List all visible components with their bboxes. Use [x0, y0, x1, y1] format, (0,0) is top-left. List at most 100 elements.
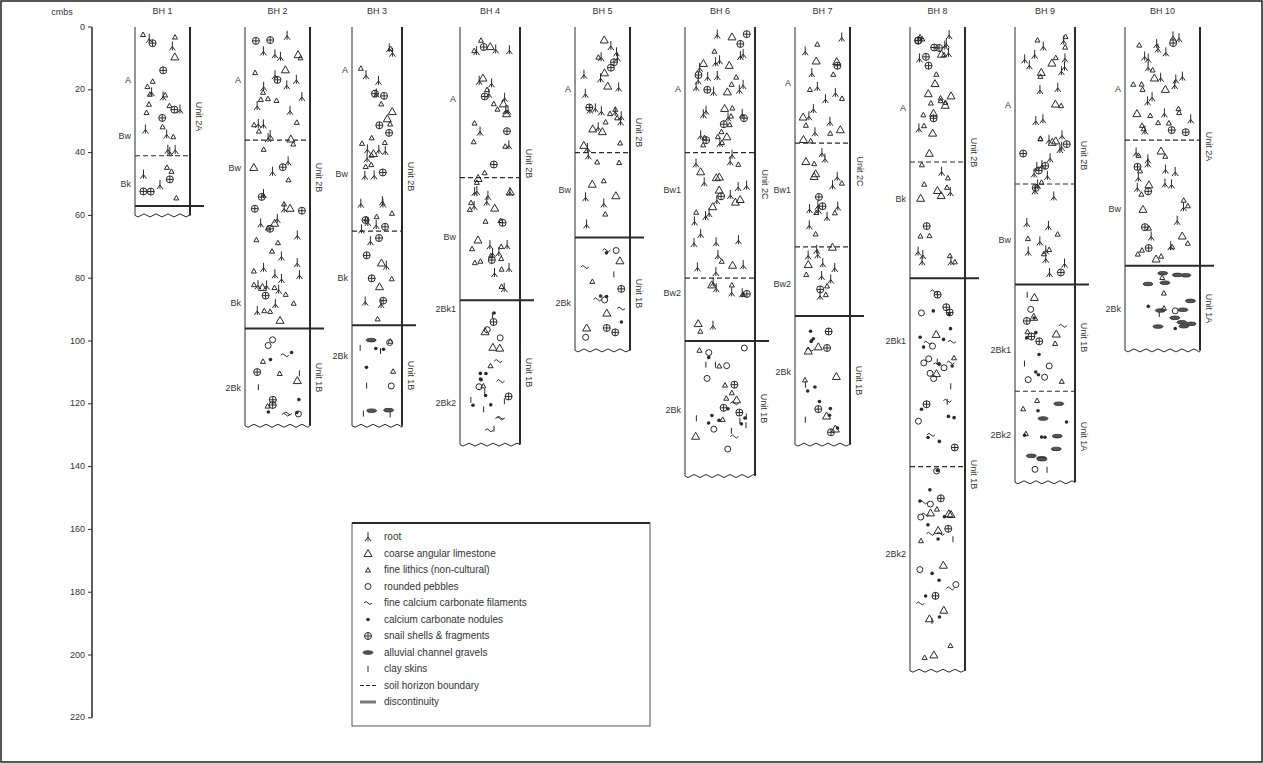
soil-horizon-boundary [1015, 391, 1075, 392]
coarse-symbol [715, 186, 723, 193]
root-symbol [504, 240, 510, 249]
snail-symbol [386, 129, 393, 136]
clay-symbol [390, 412, 391, 418]
coarse-symbol [947, 511, 955, 518]
root-symbol [1148, 231, 1154, 240]
dot-symbol [818, 400, 822, 404]
root-symbol [294, 258, 300, 267]
discontinuity [685, 340, 769, 342]
axis-tick [88, 152, 92, 153]
fine-symbol [471, 139, 476, 144]
root-symbol [277, 52, 283, 61]
root-symbol [1031, 168, 1037, 177]
fine-symbol [467, 207, 472, 212]
dot-symbol [297, 398, 301, 402]
fine-symbol [823, 292, 828, 297]
fine-symbol [358, 66, 363, 71]
coarse-symbol [491, 204, 499, 211]
root-symbol [915, 247, 921, 256]
fine-symbol [1055, 232, 1060, 237]
root-symbol [943, 39, 949, 48]
snail-symbol [252, 37, 259, 44]
root-symbol [814, 82, 820, 91]
filament-symbol [364, 602, 372, 605]
unit-label: Unit 1B [523, 358, 534, 388]
root-symbol [493, 44, 499, 53]
root-symbol [474, 46, 480, 55]
coarse-symbol [697, 168, 705, 175]
pebble-symbol [476, 384, 482, 390]
root-symbol [278, 251, 284, 260]
fine-symbol [369, 135, 374, 140]
horizon-label: 2Bk [1105, 304, 1121, 315]
wavy-base [352, 424, 402, 427]
dot-symbol [1146, 305, 1150, 309]
horizon-label: 2Bk [665, 405, 681, 416]
coarse-symbol [388, 108, 396, 115]
root-symbol [812, 127, 818, 136]
clay-symbol [715, 362, 716, 368]
root-symbol [824, 212, 830, 221]
fine-symbol [607, 111, 612, 116]
legend-text: fine lithics (non-cultural) [384, 564, 490, 576]
coarse-symbol [499, 100, 507, 107]
root-symbol [1168, 241, 1174, 250]
coarse-symbol [802, 158, 810, 165]
root-symbol [1047, 153, 1053, 162]
wavy-base [1015, 481, 1075, 484]
fine-symbol [256, 129, 261, 134]
root-symbol [167, 147, 173, 156]
clay-symbol [470, 397, 471, 403]
fine-symbol [262, 308, 267, 313]
root-symbol [278, 274, 284, 283]
dot-symbol [382, 347, 386, 351]
fine-symbol [268, 309, 273, 314]
coarse-symbol [929, 129, 937, 136]
fine-symbol [1038, 74, 1043, 79]
fine-symbol [1047, 247, 1052, 252]
clay-symbol [493, 426, 494, 432]
coarse-symbol [804, 260, 812, 267]
fine-symbol [1063, 45, 1068, 50]
discontinuity [910, 277, 979, 279]
coarse-symbol [925, 615, 933, 622]
fine-symbol [1148, 113, 1153, 118]
snail-symbol [381, 92, 388, 99]
column-edge [910, 27, 911, 671]
discontinuity [575, 236, 644, 238]
root-symbol [694, 262, 700, 271]
coarse-symbol [479, 74, 487, 81]
fine-symbol [291, 142, 296, 147]
column-edge [795, 27, 796, 445]
discontinuity [1125, 265, 1214, 267]
dot-symbol [1173, 327, 1177, 331]
fine-symbol [804, 272, 809, 277]
coarse-symbol [924, 90, 932, 97]
coarse-symbol [294, 51, 302, 58]
snail-symbol [923, 223, 930, 230]
snail-symbol [376, 235, 383, 242]
pebble-symbol [926, 356, 932, 362]
snail-symbol [1020, 150, 1027, 157]
root-symbol [828, 275, 834, 284]
root-symbol [714, 30, 720, 39]
snail-symbol [363, 252, 370, 259]
root-symbol [294, 230, 300, 239]
unit-bar [964, 27, 966, 671]
fine-symbol [389, 276, 394, 281]
snail-symbol [490, 161, 497, 168]
clay-symbol [1024, 361, 1025, 367]
fine-symbol [363, 164, 368, 169]
root-symbol [715, 250, 721, 259]
fine-symbol [720, 417, 725, 422]
dot-symbol [374, 347, 378, 351]
column-edge [1125, 27, 1126, 350]
borehole-title: BH 4 [480, 6, 500, 17]
discontinuity [352, 324, 416, 326]
coarse-symbol [250, 163, 258, 170]
dot-symbol [484, 372, 488, 376]
root-symbol [140, 170, 146, 179]
fine-symbol [617, 160, 622, 165]
fine-symbol [150, 79, 155, 84]
fine-symbol [828, 131, 833, 136]
